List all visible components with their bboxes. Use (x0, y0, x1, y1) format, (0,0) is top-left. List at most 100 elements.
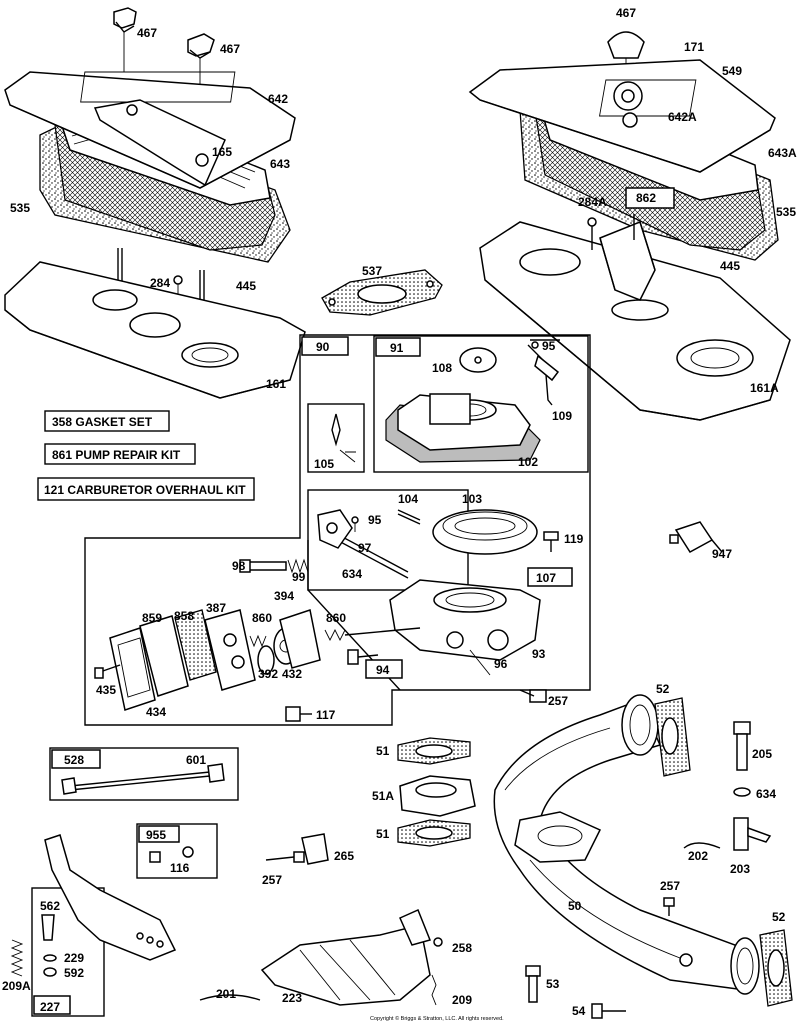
label-51: 51 (376, 744, 390, 758)
label-109: 109 (552, 409, 572, 423)
label-108: 108 (432, 361, 452, 375)
label-601: 601 (186, 753, 206, 767)
label-209: 209 (452, 993, 472, 1007)
label-860: 860 (326, 611, 346, 625)
label-562: 562 (40, 899, 60, 913)
callout-labels: 467 467 642 165 643 535 445 284 161 467 … (2, 6, 797, 1018)
kit-legend: 358 GASKET SET 861 PUMP REPAIR KIT 121 C… (37, 410, 255, 501)
kit-861-label: 861 PUMP REPAIR KIT (52, 448, 181, 462)
label-643: 643 (270, 157, 290, 171)
label-592: 592 (64, 966, 84, 980)
label-860: 860 (252, 611, 272, 625)
label-205: 205 (752, 747, 772, 761)
label-643a: 643A (768, 146, 797, 160)
label-257: 257 (660, 879, 680, 893)
label-955: 955 (146, 828, 166, 842)
label-862: 862 (636, 191, 656, 205)
label-52: 52 (772, 910, 786, 924)
kit-box-528 (49, 747, 239, 801)
label-98: 98 (232, 559, 246, 573)
kit-121-box (37, 477, 255, 501)
label-387: 387 (206, 601, 226, 615)
kit-box-862 (625, 187, 675, 209)
governor-223 (199, 908, 443, 1006)
label-104: 104 (398, 492, 418, 506)
label-284a: 284A (578, 195, 607, 209)
label-257: 257 (262, 873, 282, 887)
solenoid-947 (669, 521, 723, 553)
label-95: 95 (368, 513, 382, 527)
air-cleaner-left (4, 7, 306, 399)
label-223: 223 (282, 991, 302, 1005)
bolt-205 (733, 721, 751, 771)
control-bracket-227 (10, 834, 177, 1017)
kit-861-box (44, 443, 196, 465)
label-202: 202 (688, 849, 708, 863)
lever-203 (733, 817, 772, 851)
label-119: 119 (564, 532, 584, 546)
label-97: 97 (358, 541, 372, 555)
label-642a: 642A (668, 110, 697, 124)
label-116: 116 (170, 861, 190, 875)
label-93: 93 (532, 647, 546, 661)
label-528: 528 (64, 753, 84, 767)
label-51a: 51A (372, 789, 394, 803)
label-642: 642 (268, 92, 288, 106)
bolt-53 (525, 965, 541, 1003)
label-52: 52 (656, 682, 670, 696)
label-201: 201 (216, 987, 236, 1001)
air-cleaner-right (468, 31, 791, 421)
label-90: 90 (316, 340, 330, 354)
label-91: 91 (390, 341, 404, 355)
label-467: 467 (220, 42, 240, 56)
label-634: 634 (342, 567, 362, 581)
label-107: 107 (536, 571, 556, 585)
label-445: 445 (236, 279, 256, 293)
label-161a: 161A (750, 381, 779, 395)
label-105: 105 (314, 457, 334, 471)
label-535: 535 (10, 201, 30, 215)
label-434: 434 (146, 705, 166, 719)
screw-257-mid (265, 851, 305, 863)
label-209a: 209A (2, 979, 31, 993)
kit-box-955 (136, 823, 218, 879)
label-171: 171 (684, 40, 704, 54)
label-96: 96 (494, 657, 508, 671)
manifold-50 (493, 694, 760, 995)
label-54: 54 (572, 1004, 586, 1018)
label-50: 50 (568, 899, 582, 913)
label-858: 858 (174, 609, 194, 623)
clip-265 (301, 833, 329, 865)
label-467: 467 (616, 6, 636, 20)
label-165: 165 (212, 145, 232, 159)
label-634: 634 (756, 787, 776, 801)
label-394: 394 (274, 589, 294, 603)
label-435: 435 (96, 683, 116, 697)
copyright-text: Copyright © Briggs & Stratton, LLC. All … (370, 1015, 504, 1022)
knob-467-left (113, 7, 137, 72)
label-549: 549 (722, 64, 742, 78)
washer-634 (733, 787, 751, 797)
label-947: 947 (712, 547, 732, 561)
kit-358-label: 358 GASKET SET (52, 415, 153, 429)
carburetor-group (84, 334, 591, 726)
label-53: 53 (546, 977, 560, 991)
label-445: 445 (720, 259, 740, 273)
screw-119 (543, 531, 559, 552)
label-432: 432 (282, 667, 302, 681)
screw-257-carb (519, 689, 547, 703)
label-99: 99 (292, 570, 306, 584)
kit-121-label: 121 CARBURETOR OVERHAUL KIT (44, 483, 246, 497)
clip-202 (683, 842, 721, 849)
label-859: 859 (142, 611, 162, 625)
label-227: 227 (40, 1000, 60, 1014)
label-117: 117 (316, 708, 336, 722)
label-229: 229 (64, 951, 84, 965)
label-535: 535 (776, 205, 796, 219)
label-161: 161 (266, 377, 286, 391)
bolt-54 (591, 1003, 626, 1019)
label-537: 537 (362, 264, 382, 278)
label-284: 284 (150, 276, 170, 290)
label-203: 203 (730, 862, 750, 876)
